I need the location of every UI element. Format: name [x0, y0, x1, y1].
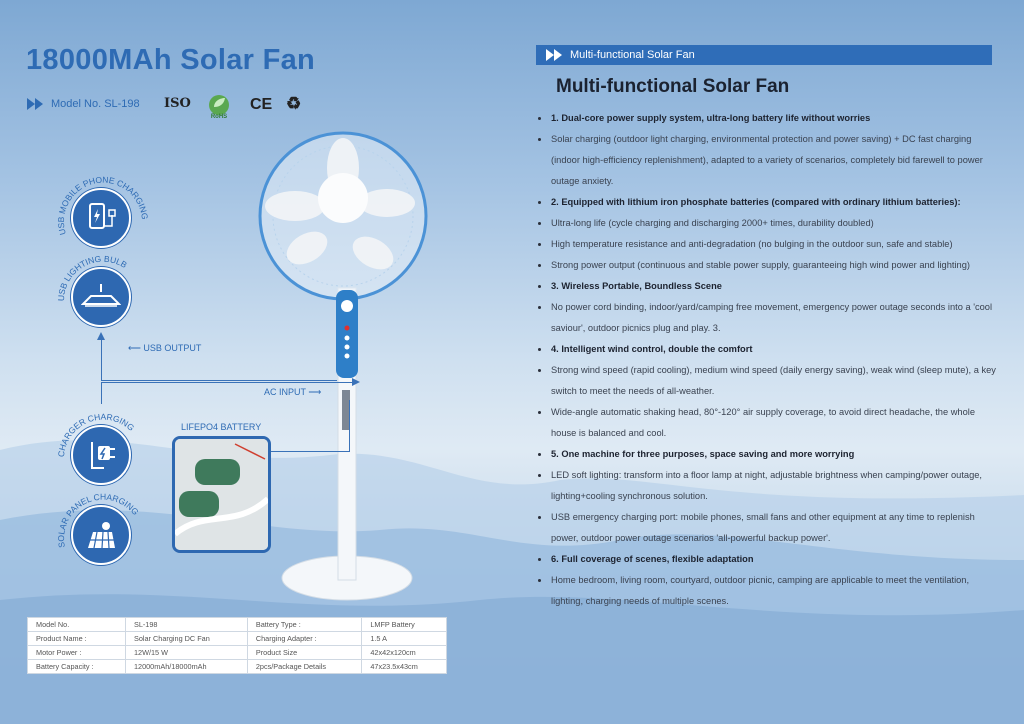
feature-heading: 3. Wireless Portable, Boundless Scene	[538, 276, 998, 297]
feature-heading: 1. Dual-core power supply system, ultra-…	[538, 108, 998, 129]
feature-label-charger: CHARGER CHARGING	[56, 412, 136, 458]
feature-label-usb-bulb: USB LIGHTING BULB	[56, 254, 129, 302]
spec-value: 42x42x120cm	[361, 645, 447, 660]
list-item: USB emergency charging port: mobile phon…	[538, 507, 998, 549]
model-number: Model No. SL-198	[27, 98, 140, 110]
feature-list: 1. Dual-core power supply system, ultra-…	[538, 108, 998, 612]
list-item: Solar charging (outdoor light charging, …	[538, 129, 998, 192]
section-heading: Multi-functional Solar Fan	[556, 76, 790, 97]
phone-charging-icon	[71, 188, 131, 248]
list-item: High temperature resistance and anti-deg…	[538, 234, 998, 255]
feature-heading: 5. One machine for three purposes, space…	[538, 444, 998, 465]
list-item: Strong power output (continuous and stab…	[538, 255, 998, 276]
spec-key: Product Size	[246, 645, 363, 660]
arrow-up-icon	[97, 332, 105, 340]
arrow-right-icon	[352, 378, 360, 386]
usb-output-line-vertical	[101, 340, 102, 381]
section-banner: Multi-functional Solar Fan	[536, 45, 992, 65]
usb-output-line	[101, 380, 337, 381]
ac-input-text: AC INPUT	[264, 387, 306, 397]
usb-output-text: USB OUTPUT	[143, 343, 202, 353]
spec-value: Solar Charging DC Fan	[124, 631, 248, 646]
battery-cells-image	[175, 439, 268, 550]
ac-input-label: AC INPUT ⟶	[264, 387, 322, 397]
spec-key: Motor Power :	[27, 645, 126, 660]
rohs-logo	[209, 95, 229, 115]
product-title: 18000MAh Solar Fan	[26, 44, 316, 76]
spec-key: Charging Adapter :	[246, 631, 363, 646]
battery-label: LIFEPO4 BATTERY	[181, 422, 262, 432]
list-item: Ultra-long life (cycle charging and disc…	[538, 213, 998, 234]
spec-value: 47x23.5x43cm	[361, 659, 447, 674]
double-arrow-icon	[546, 49, 562, 61]
spec-key: Battery Capacity :	[27, 659, 126, 674]
rohs-label: RoHS	[210, 114, 228, 120]
battery-photo	[172, 436, 271, 553]
feature-labels: USB MOBILE PHONE CHARGING USB LIGHTING B…	[56, 175, 150, 549]
double-arrow-icon	[27, 98, 43, 110]
spec-value: SL-198	[124, 617, 248, 632]
list-item: Wide-angle automatic shaking head, 80°-1…	[538, 402, 998, 444]
spec-key: Battery Type :	[246, 617, 363, 632]
model-label: Model No. SL-198	[51, 98, 140, 110]
spec-key: 2pcs/Package Details	[246, 659, 363, 674]
ce-logo: CE	[250, 96, 273, 113]
list-item: No power cord binding, indoor/yard/campi…	[538, 297, 998, 339]
spec-value: 1.5 A	[361, 631, 447, 646]
light-bulb-icon	[71, 267, 131, 327]
solar-panel-icon	[71, 505, 131, 565]
feature-label-solar: SOLAR PANEL CHARGING	[56, 492, 141, 549]
list-item: Home bedroom, living room, courtyard, ou…	[538, 570, 998, 612]
usb-output-label: ⟵ USB OUTPUT	[128, 343, 202, 353]
ac-input-line	[101, 382, 353, 383]
iso-logo: ISO	[164, 96, 191, 111]
feature-heading: 4. Intelligent wind control, double the …	[538, 339, 998, 360]
spec-key: Product Name :	[27, 631, 126, 646]
spec-value: 12000mAh/18000mAh	[124, 659, 248, 674]
spec-value: LMFP Battery	[361, 617, 447, 632]
list-item: Strong wind speed (rapid cooling), mediu…	[538, 360, 998, 402]
charger-plug-icon	[71, 425, 131, 485]
banner-text: Multi-functional Solar Fan	[570, 49, 695, 61]
recycle-icon: ♻	[286, 94, 302, 113]
feature-heading: 2. Equipped with lithium iron phosphate …	[538, 192, 998, 213]
feature-heading: 6. Full coverage of scenes, flexible ada…	[538, 549, 998, 570]
battery-line-vertical	[349, 400, 350, 452]
list-item: LED soft lighting: transform into a floo…	[538, 465, 998, 507]
spec-key: Model No.	[27, 617, 126, 632]
feature-label-usb-phone: USB MOBILE PHONE CHARGING	[56, 175, 150, 237]
solar-fan-image	[258, 131, 428, 601]
battery-line	[271, 451, 350, 452]
spec-value: 12W/15 W	[124, 645, 248, 660]
ac-input-line-vertical	[101, 382, 102, 404]
